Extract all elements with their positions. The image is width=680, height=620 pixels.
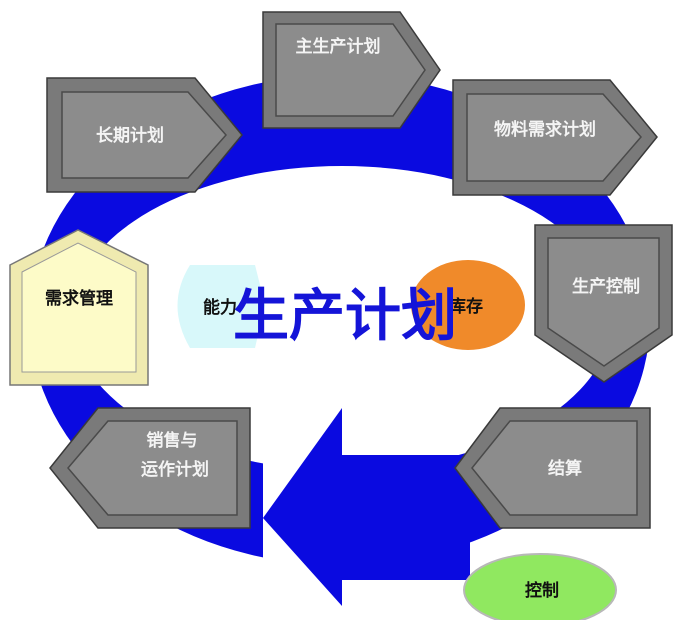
node-sales-operations-plan[interactable]: 销售与 运作计划	[49, 407, 251, 529]
node-master-production-schedule[interactable]: 主生产计划	[262, 11, 441, 129]
node-material-requirements-plan[interactable]: 物料需求计划	[452, 79, 658, 196]
node-label: 长期计划	[96, 125, 164, 146]
node-demand-management[interactable]: 需求管理	[9, 229, 149, 386]
node-settlement[interactable]: 结算	[454, 407, 651, 529]
node-production-control[interactable]: 生产控制	[534, 224, 673, 383]
node-label: 需求管理	[45, 288, 113, 309]
node-label: 库存	[449, 296, 483, 317]
node-capacity[interactable]: 能力	[177, 265, 266, 348]
node-label: 生产控制	[572, 276, 640, 297]
node-label: 销售与 运作计划	[141, 430, 209, 480]
node-control[interactable]: 控制	[463, 553, 617, 620]
node-label: 结算	[548, 458, 582, 479]
node-label: 控制	[525, 580, 559, 601]
node-label: 能力	[203, 297, 237, 318]
node-label: 主生产计划	[296, 36, 381, 57]
node-inventory[interactable]: 库存	[411, 260, 525, 350]
diagram-title: 生产计划	[233, 284, 457, 349]
cycle-arrow-head	[263, 408, 470, 606]
node-label: 物料需求计划	[494, 119, 596, 140]
node-long-term-plan[interactable]: 长期计划	[46, 77, 243, 193]
